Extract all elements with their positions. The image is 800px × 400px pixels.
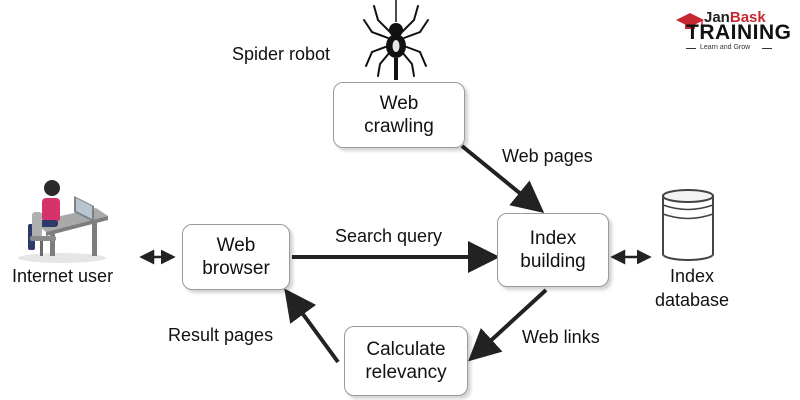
tagline-rule-left: [686, 48, 696, 49]
node-label: browser: [202, 258, 270, 279]
node-label: Web: [216, 235, 256, 256]
index-database-label-line1: Index: [669, 266, 715, 286]
web-links-label: Web links: [522, 327, 600, 347]
web-links-arrow: [468, 288, 548, 362]
node-label: Calculate: [366, 339, 446, 360]
brand-tagline: Learn and Grow: [700, 44, 751, 51]
index-database-label-line2: database: [654, 290, 730, 310]
node-label: Web: [379, 93, 419, 114]
result-pages-label: Result pages: [168, 325, 274, 345]
internet-user-icon: [18, 180, 108, 263]
janbask-logo-mark: [676, 13, 704, 30]
result-pages-arrow: [284, 288, 340, 364]
brand-name: JanBask: [704, 9, 766, 26]
database-icon: [662, 189, 714, 261]
node-label: Index: [529, 228, 577, 249]
brand-training: TRAINING: [686, 21, 792, 44]
web-pages-arrow: [460, 144, 545, 214]
node-label: building: [520, 251, 586, 272]
spider-robot-label: Spider robot: [232, 44, 331, 64]
tagline-rule-right: [762, 48, 772, 49]
web-pages-label: Web pages: [502, 146, 593, 166]
spider-icon: [363, 0, 429, 80]
search-query-label: Search query: [335, 226, 443, 246]
internet-user-label: Internet user: [12, 266, 114, 286]
node-label: crawling: [364, 116, 434, 137]
node-label: relevancy: [365, 362, 447, 383]
